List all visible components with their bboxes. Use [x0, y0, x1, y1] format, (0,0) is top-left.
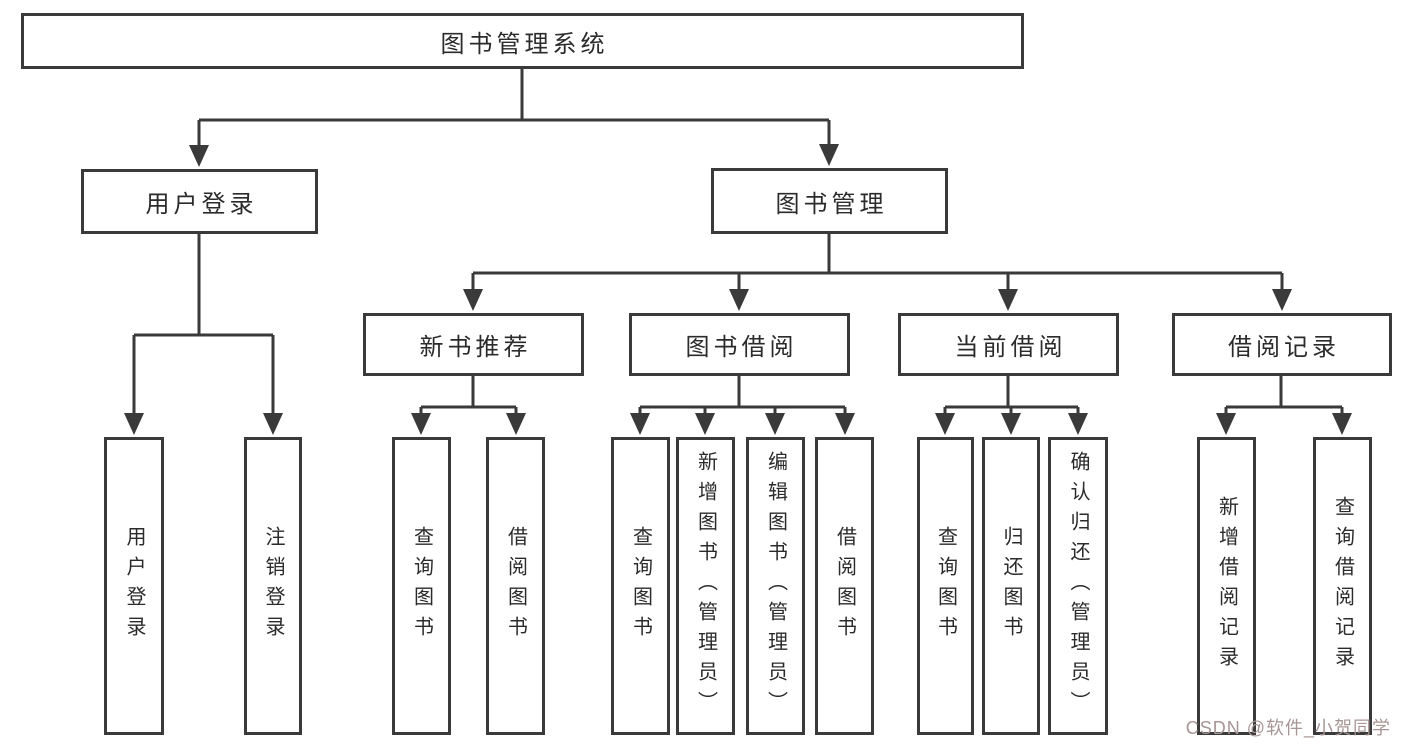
node-book-management: 图书管理 — [711, 168, 948, 234]
leaf-edit-books-admin: 编辑图书（管理员） — [746, 437, 805, 735]
leaf-borrow-books-recommend: 借阅图书 — [486, 437, 545, 735]
leaf-query-books-current: 查询图书 — [917, 437, 974, 735]
node-new-book-recommendation: 新书推荐 — [363, 313, 584, 376]
leaf-add-borrow-record: 新增借阅记录 — [1197, 437, 1256, 735]
leaf-user-login: 用户登录 — [104, 437, 164, 735]
node-user-login: 用户登录 — [81, 169, 318, 234]
node-borrowing-records: 借阅记录 — [1172, 313, 1392, 376]
leaf-borrow-books-borrowing: 借阅图书 — [815, 437, 874, 735]
leaf-logout-login: 注销登录 — [244, 437, 302, 735]
leaf-add-books-admin: 新增图书（管理员） — [676, 437, 735, 735]
node-current-borrowing: 当前借阅 — [898, 313, 1119, 376]
leaf-query-borrow-record: 查询借阅记录 — [1313, 437, 1372, 735]
leaf-confirm-return-admin: 确认归还（管理员） — [1048, 437, 1108, 735]
node-book-borrowing: 图书借阅 — [629, 313, 850, 376]
leaf-return-books: 归还图书 — [982, 437, 1040, 735]
watermark-text: CSDN @软件_小贺同学 — [1185, 718, 1391, 738]
leaf-query-books-borrowing: 查询图书 — [611, 437, 670, 735]
leaf-query-books-recommend: 查询图书 — [392, 437, 451, 735]
node-library-management-system: 图书管理系统 — [21, 13, 1024, 69]
